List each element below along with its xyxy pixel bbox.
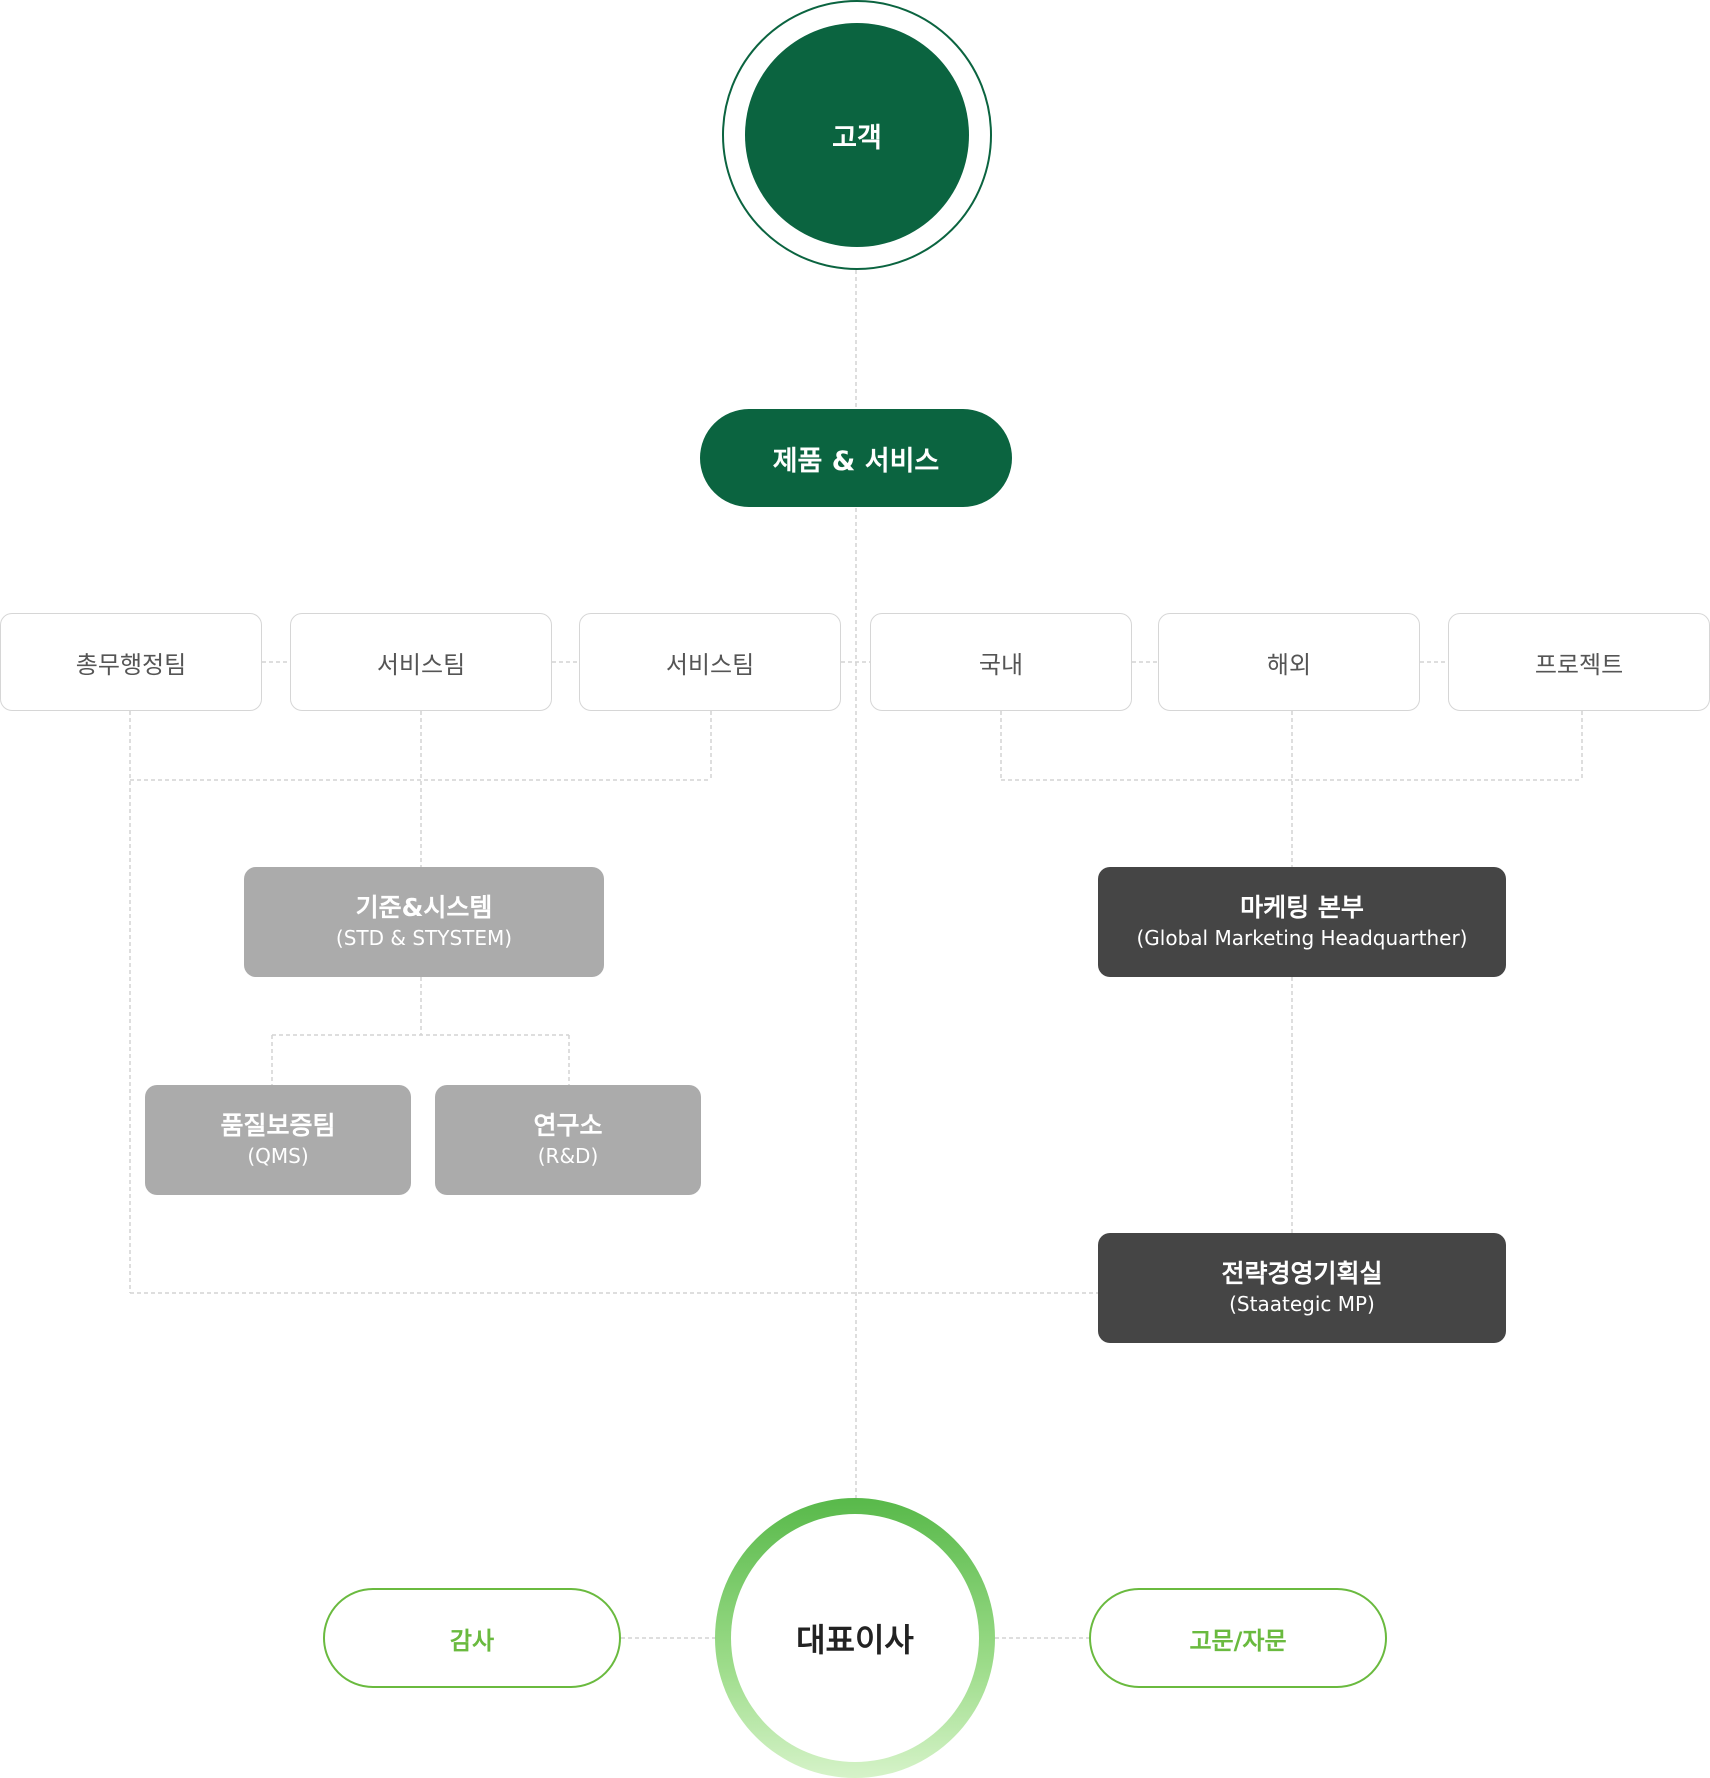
team-overseas: 해외 [1158, 613, 1420, 711]
std-system-subtitle: (STD & STYSTEM) [335, 926, 513, 950]
rnd-node: 연구소 (R&D) [435, 1085, 701, 1195]
audit-node: 감사 [323, 1588, 621, 1688]
rnd-title: 연구소 [533, 1111, 603, 1140]
ceo-node: 대표이사 [715, 1498, 995, 1778]
strategy-subtitle: (Staategic MP) [1229, 1292, 1375, 1316]
team-service-2: 서비스팀 [579, 613, 841, 711]
team-service-1: 서비스팀 [290, 613, 552, 711]
marketing-title: 마케팅 본부 [1240, 893, 1364, 922]
team-general-affairs: 총무행정팀 [0, 613, 262, 711]
qms-node: 품질보증팀 (QMS) [145, 1085, 411, 1195]
marketing-node: 마케팅 본부 (Global Marketing Headquarther) [1098, 867, 1506, 977]
rnd-subtitle: (R&D) [537, 1144, 599, 1168]
ceo-label: 대표이사 [731, 1514, 979, 1762]
products-services-node: 제품 & 서비스 [700, 409, 1012, 507]
team-project: 프로젝트 [1448, 613, 1710, 711]
marketing-subtitle: (Global Marketing Headquarther) [1136, 926, 1468, 950]
qms-title: 품질보증팀 [220, 1111, 336, 1140]
std-system-title: 기준&시스템 [355, 893, 493, 922]
team-domestic: 국내 [870, 613, 1132, 711]
std-system-node: 기준&시스템 (STD & STYSTEM) [244, 867, 604, 977]
customer-node: 고객 [722, 0, 992, 270]
qms-subtitle: (QMS) [247, 1144, 309, 1168]
strategy-title: 전략경영기획실 [1221, 1259, 1383, 1288]
advisory-node: 고문/자문 [1089, 1588, 1387, 1688]
customer-label: 고객 [745, 23, 969, 247]
strategy-node: 전략경영기획실 (Staategic MP) [1098, 1233, 1506, 1343]
